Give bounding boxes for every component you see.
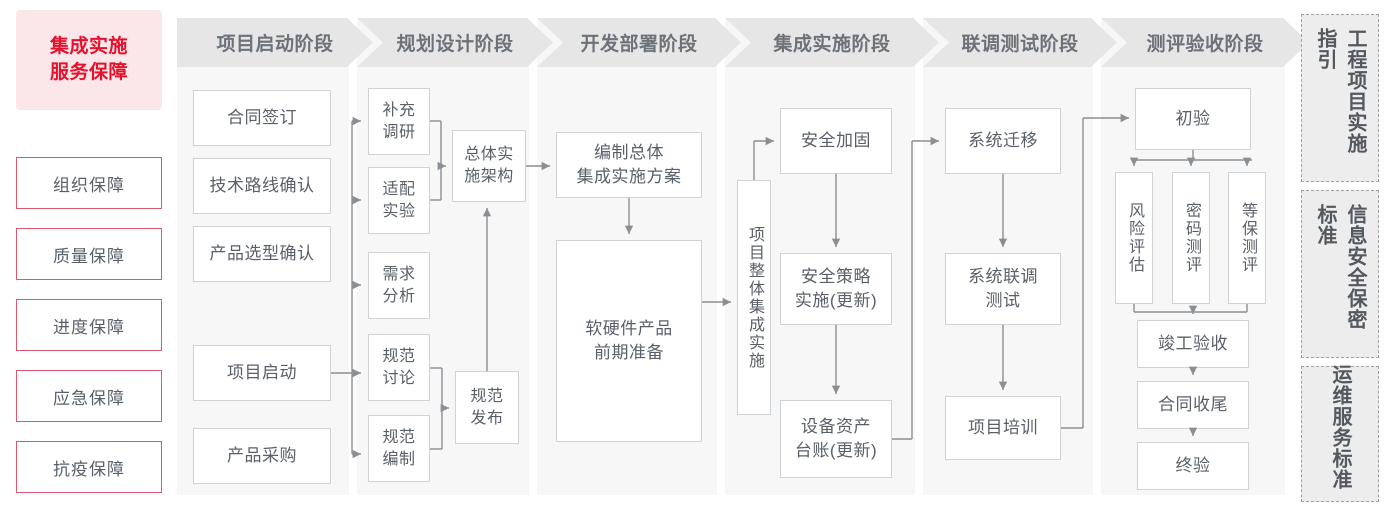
node-label: 技术路线确认 bbox=[209, 176, 315, 195]
standard-label: 运维服务标准 bbox=[1329, 364, 1351, 490]
node-label: 补充 调研 bbox=[382, 101, 416, 141]
node-project-training[interactable]: 项目培训 bbox=[945, 396, 1061, 460]
node-label: 系统迁移 bbox=[968, 131, 1038, 150]
guarantee-item-emergency[interactable]: 应急保障 bbox=[16, 370, 162, 422]
standard-box-engineering-guideline[interactable]: 工程项目实施指引 bbox=[1301, 14, 1379, 182]
standard-label: 工程项目实施指引 bbox=[1314, 28, 1366, 154]
phase-header-integration[interactable]: 集成实施阶段 bbox=[725, 18, 939, 67]
node-label: 风险评估 bbox=[1126, 202, 1143, 274]
guarantee-title-line-1: 集成实施 bbox=[49, 36, 128, 57]
node-label: 规范 讨论 bbox=[382, 347, 416, 387]
node-label: 终验 bbox=[1175, 456, 1211, 475]
phase-header-acceptance[interactable]: 测评验收阶段 bbox=[1101, 18, 1309, 67]
node-label: 项目整体集成实施 bbox=[746, 225, 763, 370]
node-completion-acceptance[interactable]: 竣工验收 bbox=[1137, 320, 1249, 368]
phase-header-planning[interactable]: 规划设计阶段 bbox=[357, 18, 553, 67]
node-label: 项目启动 bbox=[227, 363, 297, 382]
guarantee-item-label: 抗疫保障 bbox=[53, 459, 125, 479]
node-security-hardening[interactable]: 安全加固 bbox=[780, 108, 892, 174]
node-product-procurement[interactable]: 产品采购 bbox=[193, 428, 331, 484]
node-hardware-software-preparation[interactable]: 软硬件产品 前期准备 bbox=[556, 240, 702, 442]
node-label: 等保测评 bbox=[1239, 202, 1256, 274]
node-requirement-analysis[interactable]: 需求 分析 bbox=[368, 252, 430, 319]
node-spec-drafting[interactable]: 规范 编制 bbox=[368, 415, 430, 482]
node-label: 安全加固 bbox=[801, 131, 871, 150]
node-label: 竣工验收 bbox=[1158, 334, 1228, 353]
phase-header-jointtest[interactable]: 联调测试阶段 bbox=[923, 18, 1117, 67]
node-label: 项目培训 bbox=[968, 418, 1038, 437]
node-contract-signing[interactable]: 合同签订 bbox=[193, 90, 331, 146]
node-system-joint-test[interactable]: 系统联调 测试 bbox=[945, 253, 1061, 325]
phase-header-startup[interactable]: 项目启动阶段 bbox=[177, 18, 373, 67]
node-system-migration[interactable]: 系统迁移 bbox=[945, 108, 1061, 174]
node-label: 设备资产 台账(更新) bbox=[794, 417, 878, 460]
phase-header-label: 规划设计阶段 bbox=[396, 34, 514, 55]
node-label: 安全策略 实施(更新) bbox=[794, 267, 878, 310]
node-label: 软硬件产品 前期准备 bbox=[585, 319, 673, 362]
node-label: 产品选型确认 bbox=[209, 244, 315, 263]
node-label: 规范 发布 bbox=[470, 387, 504, 427]
node-tech-route-confirm[interactable]: 技术路线确认 bbox=[193, 158, 331, 214]
node-preliminary-acceptance[interactable]: 初验 bbox=[1135, 88, 1251, 150]
node-asset-ledger-update[interactable]: 设备资产 台账(更新) bbox=[780, 400, 892, 478]
node-label: 适配 实验 bbox=[382, 180, 416, 220]
node-product-selection-confirm[interactable]: 产品选型确认 bbox=[193, 226, 331, 282]
guarantee-item-label: 进度保障 bbox=[53, 317, 125, 337]
node-compile-overall-integration-plan[interactable]: 编制总体 集成实施方案 bbox=[556, 132, 702, 198]
standard-box-operations-service[interactable]: 运维服务标准 bbox=[1301, 364, 1379, 502]
standard-label: 信息安全保密标准 bbox=[1314, 204, 1366, 330]
node-label: 编制总体 集成实施方案 bbox=[576, 143, 682, 186]
guarantee-item-label: 质量保障 bbox=[53, 246, 125, 266]
node-label: 密码测评 bbox=[1183, 202, 1200, 274]
phase-header-development[interactable]: 开发部署阶段 bbox=[537, 18, 741, 67]
guarantee-item-epidemic[interactable]: 抗疫保障 bbox=[16, 441, 162, 493]
node-spec-discussion[interactable]: 规范 讨论 bbox=[368, 334, 430, 401]
phase-header-label: 项目启动阶段 bbox=[216, 34, 334, 55]
node-supplementary-research[interactable]: 补充 调研 bbox=[368, 88, 430, 155]
node-label: 规范 编制 bbox=[382, 428, 416, 468]
node-risk-assessment[interactable]: 风险评估 bbox=[1115, 172, 1153, 304]
node-project-kickoff[interactable]: 项目启动 bbox=[193, 345, 331, 401]
node-label: 合同收尾 bbox=[1158, 395, 1228, 414]
guarantee-item-label: 应急保障 bbox=[53, 388, 125, 408]
node-adaptation-experiment[interactable]: 适配 实验 bbox=[368, 167, 430, 234]
node-final-acceptance[interactable]: 终验 bbox=[1137, 442, 1249, 490]
guarantee-item-label: 组织保障 bbox=[53, 175, 125, 195]
node-spec-release[interactable]: 规范 发布 bbox=[455, 371, 519, 444]
node-classified-protection-evaluation[interactable]: 等保测评 bbox=[1228, 172, 1266, 304]
guarantee-title: 集成实施 服务保障 bbox=[16, 10, 162, 110]
phase-header-label: 联调测试阶段 bbox=[961, 34, 1079, 55]
node-contract-closeout[interactable]: 合同收尾 bbox=[1137, 381, 1249, 429]
guarantee-item-schedule[interactable]: 进度保障 bbox=[16, 299, 162, 351]
phase-header-label: 集成实施阶段 bbox=[773, 34, 891, 55]
phase-header-label: 测评验收阶段 bbox=[1146, 34, 1264, 55]
node-label: 总体实 施架构 bbox=[464, 146, 514, 185]
node-cryptography-evaluation[interactable]: 密码测评 bbox=[1172, 172, 1210, 304]
node-security-policy-implementation[interactable]: 安全策略 实施(更新) bbox=[780, 253, 892, 325]
node-label: 系统联调 测试 bbox=[968, 267, 1038, 310]
guarantee-title-line-2: 服务保障 bbox=[49, 62, 128, 83]
guarantee-item-organization[interactable]: 组织保障 bbox=[16, 157, 162, 209]
node-overall-implementation-architecture[interactable]: 总体实 施架构 bbox=[452, 130, 526, 202]
node-label: 需求 分析 bbox=[382, 265, 416, 305]
guarantee-item-quality[interactable]: 质量保障 bbox=[16, 228, 162, 280]
node-label: 合同签订 bbox=[227, 108, 297, 127]
standard-box-information-security[interactable]: 信息安全保密标准 bbox=[1301, 190, 1379, 358]
node-overall-project-integration[interactable]: 项目整体集成实施 bbox=[737, 180, 771, 415]
node-label: 产品采购 bbox=[227, 446, 297, 465]
phase-header-label: 开发部署阶段 bbox=[580, 34, 698, 55]
node-label: 初验 bbox=[1175, 109, 1211, 128]
